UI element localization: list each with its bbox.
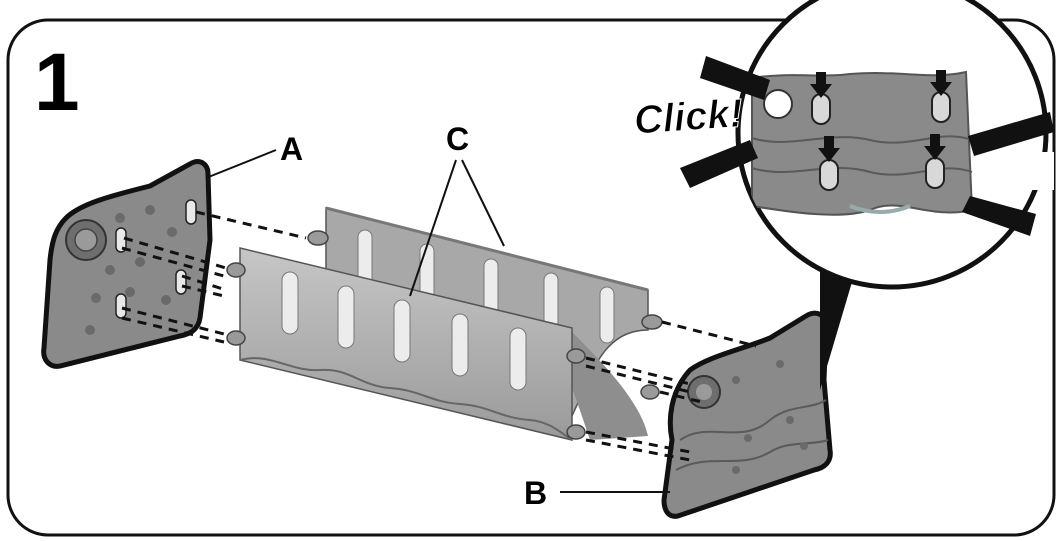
label-c: C [446,121,469,157]
step-number: 1 [34,37,80,128]
alignment-lines [121,210,757,462]
label-b: B [524,475,547,511]
zoom-callout: Click! [632,0,1054,390]
label-a: A [280,131,303,167]
part-c-drum [226,206,663,441]
click-text: Click! [633,91,745,142]
part-a-end-panel [41,159,213,369]
leader-lines [205,149,670,493]
